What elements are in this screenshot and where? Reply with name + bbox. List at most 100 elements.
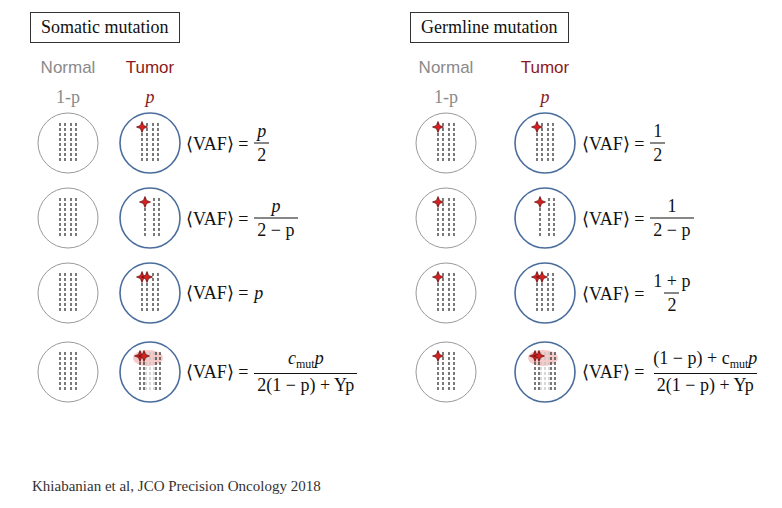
chromosome (75, 352, 76, 392)
cell-illustration (120, 342, 180, 402)
chromosome (448, 352, 449, 392)
fraction-bar: 2 (650, 143, 665, 166)
fraction-label: 1-p (56, 87, 80, 108)
vaf-formula: ⟨VAF⟩ =12 (582, 121, 665, 166)
cell-outline (416, 113, 476, 173)
chromosome (153, 198, 154, 238)
cell-illustration (515, 342, 575, 402)
vaf-formula: ⟨VAF⟩ =(1 − p) + cmutp2(1 − p) + Yp (582, 348, 760, 396)
formula-term: p (271, 196, 280, 216)
formula-term: 1 + p (653, 271, 690, 291)
cell-outline (120, 188, 180, 248)
fraction-label: p (146, 87, 155, 108)
panel-title: Germline mutation (421, 17, 557, 38)
chromosome (442, 352, 443, 392)
cell-outline (38, 188, 98, 248)
formula-term: (1 − p) + c (653, 348, 729, 368)
cell-illustration (515, 113, 575, 173)
mutation-mark (137, 122, 148, 133)
formula-term: 2 (667, 295, 676, 315)
mutation-mark (537, 272, 548, 283)
cell-illustration (515, 263, 575, 323)
chromosome (448, 123, 449, 163)
mutation-mark (139, 351, 150, 362)
cell-outline (38, 263, 98, 323)
chromosome (153, 352, 154, 392)
formula-term: 2 (257, 145, 266, 165)
chromosome (59, 273, 60, 313)
mutation-mark (142, 272, 153, 283)
cell-outline (515, 113, 575, 173)
formula-term: 2 − p (257, 220, 294, 240)
citation-caption: Khiabanian et al, JCO Precision Oncology… (32, 478, 321, 495)
chromosome (453, 198, 454, 238)
mutation-mark (433, 272, 444, 283)
cell-illustration (515, 188, 575, 248)
chromosome (64, 273, 65, 313)
chromosome (442, 273, 443, 313)
chromosome (59, 198, 60, 238)
chromosome (59, 352, 60, 392)
cell-illustration (38, 113, 98, 173)
formula-term: 2 − p (653, 220, 690, 240)
mutation-mark (534, 351, 545, 362)
vaf-formula: ⟨VAF⟩ =p2 − p (186, 196, 298, 241)
chromosome (547, 273, 548, 313)
cell-illustration (416, 263, 476, 323)
mutation-mark (140, 197, 151, 208)
amplification-glow (528, 350, 558, 366)
chromosome (547, 123, 548, 163)
formula-term: ⟨VAF⟩ = (582, 283, 644, 303)
cell-outline (416, 342, 476, 402)
chromosome (552, 123, 553, 163)
mutation-mark (433, 197, 444, 208)
chromosome (70, 273, 71, 313)
formula-term: p (748, 348, 757, 368)
fraction: 12 (650, 121, 665, 166)
chromosome (453, 352, 454, 392)
chromosome (75, 123, 76, 163)
cell-outline (515, 188, 575, 248)
vaf-formula: ⟨VAF⟩ =p (186, 282, 263, 304)
chromosome (159, 352, 160, 392)
fraction-bar: 2(1 − p) + Yp (254, 373, 357, 396)
panel-title-box: Germline mutation (410, 12, 569, 43)
chromosome (146, 123, 147, 163)
formula-term: 2 (653, 145, 662, 165)
cell-outline (38, 342, 98, 402)
chromosome (453, 123, 454, 163)
fraction: 12 − p (650, 196, 693, 241)
column-header: Normal (419, 58, 474, 78)
fraction: p 2 − p (254, 196, 297, 241)
formula-term: c (288, 348, 296, 368)
chromosome (64, 352, 65, 392)
cell-illustration (120, 113, 180, 173)
fraction-bar: 2 − p (254, 218, 297, 241)
chromosome (541, 123, 542, 163)
cell-illustration (416, 342, 476, 402)
chromosome (453, 273, 454, 313)
cell-illustration (38, 188, 98, 248)
chromosome (149, 352, 150, 392)
amplification-glow (133, 350, 163, 366)
fraction-label: 1-p (434, 87, 458, 108)
subscript: mut (296, 357, 315, 371)
cell-outline (120, 342, 180, 402)
mutation-mark (433, 351, 444, 362)
chromosome (59, 123, 60, 163)
chromosome (548, 352, 549, 392)
vaf-formula: ⟨VAF⟩ =cmutp2(1 − p) + Yp (186, 348, 357, 396)
cell-illustration (416, 188, 476, 248)
formula-term: 2(1 − p) + Yp (257, 375, 354, 395)
chromosome (158, 198, 159, 238)
cell-illustration (120, 188, 180, 248)
vaf-formula: ⟨VAF⟩ =12 − p (582, 196, 694, 241)
chromosome (448, 273, 449, 313)
chromosome (155, 352, 156, 392)
cell-outline (515, 342, 575, 402)
chromosome (64, 198, 65, 238)
formula-term: ⟨VAF⟩ = (186, 362, 248, 382)
chromosome (70, 123, 71, 163)
